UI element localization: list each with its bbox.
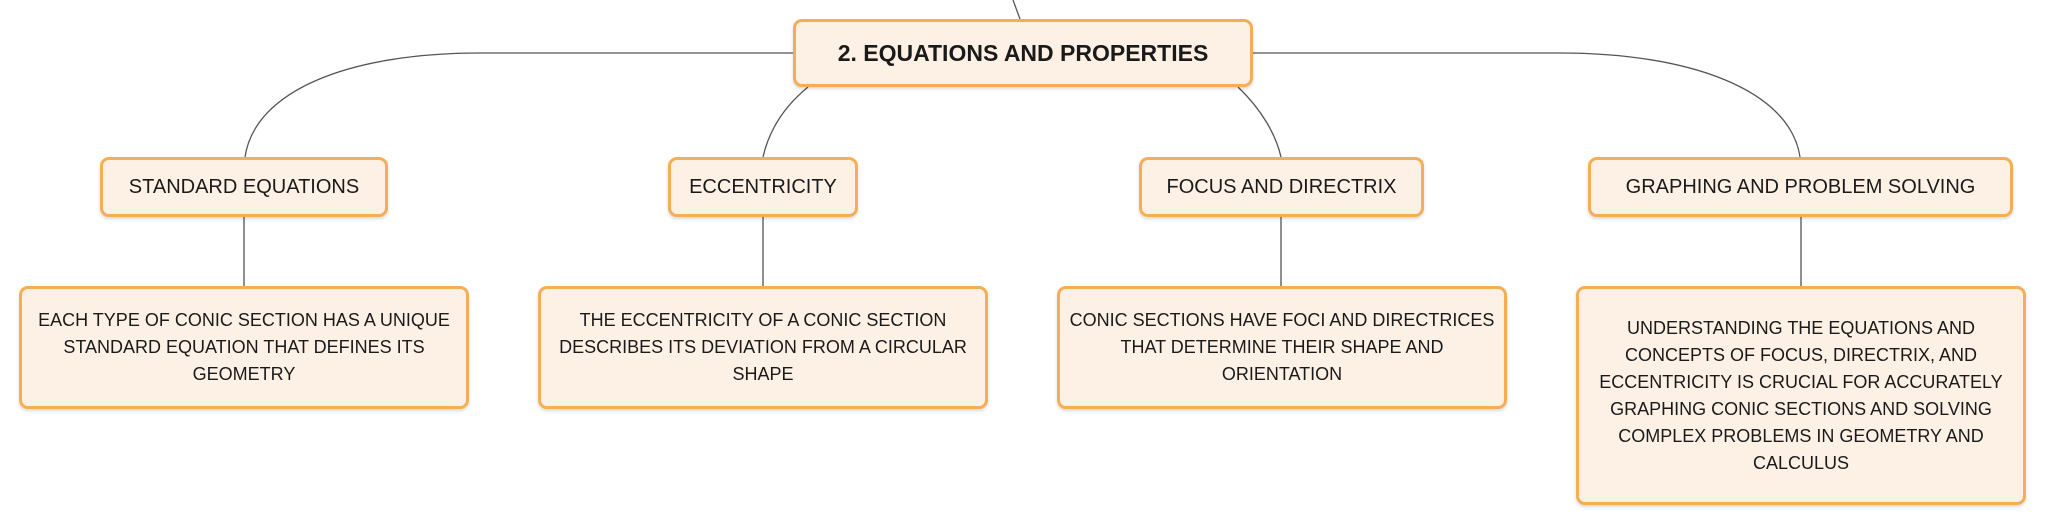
branch-label: STANDARD EQUATIONS	[128, 175, 360, 198]
branch-label: FOCUS AND DIRECTRIX	[1166, 175, 1397, 198]
connector-root-eccentricity	[762, 86, 809, 158]
detail-node-focus-and-directrix[interactable]: CONIC SECTIONS HAVE FOCI AND DIRECTRICES…	[1057, 286, 1507, 409]
connector-root-graphing	[1253, 52, 1801, 158]
detail-text: THE ECCENTRICITY OF A CONIC SECTION DESC…	[559, 310, 967, 384]
detail-text: CONIC SECTIONS HAVE FOCI AND DIRECTRICES…	[1069, 310, 1495, 384]
connector-root-focus-directrix	[1237, 86, 1282, 158]
detail-node-eccentricity[interactable]: THE ECCENTRICITY OF A CONIC SECTION DESC…	[538, 286, 988, 409]
detail-node-graphing-and-problem-solving[interactable]: UNDERSTANDING THE EQUATIONS AND CONCEPTS…	[1576, 286, 2026, 505]
detail-text: UNDERSTANDING THE EQUATIONS AND CONCEPTS…	[1599, 317, 2003, 473]
detail-text: EACH TYPE OF CONIC SECTION HAS A UNIQUE …	[38, 310, 450, 384]
root-topic-node[interactable]: 2. EQUATIONS AND PROPERTIES	[793, 19, 1253, 87]
root-topic-label: 2. EQUATIONS AND PROPERTIES	[837, 39, 1209, 66]
branch-node-eccentricity[interactable]: ECCENTRICITY	[668, 157, 858, 217]
connector-root-standard-equations	[244, 52, 793, 158]
parent-connector	[1012, 0, 1021, 20]
branch-node-standard-equations[interactable]: STANDARD EQUATIONS	[100, 157, 388, 217]
branch-node-graphing-and-problem-solving[interactable]: GRAPHING AND PROBLEM SOLVING	[1588, 157, 2013, 217]
detail-node-standard-equations[interactable]: EACH TYPE OF CONIC SECTION HAS A UNIQUE …	[19, 286, 469, 409]
branch-label: ECCENTRICITY	[689, 175, 837, 198]
branch-label: GRAPHING AND PROBLEM SOLVING	[1625, 175, 1976, 198]
branch-node-focus-and-directrix[interactable]: FOCUS AND DIRECTRIX	[1139, 157, 1424, 217]
